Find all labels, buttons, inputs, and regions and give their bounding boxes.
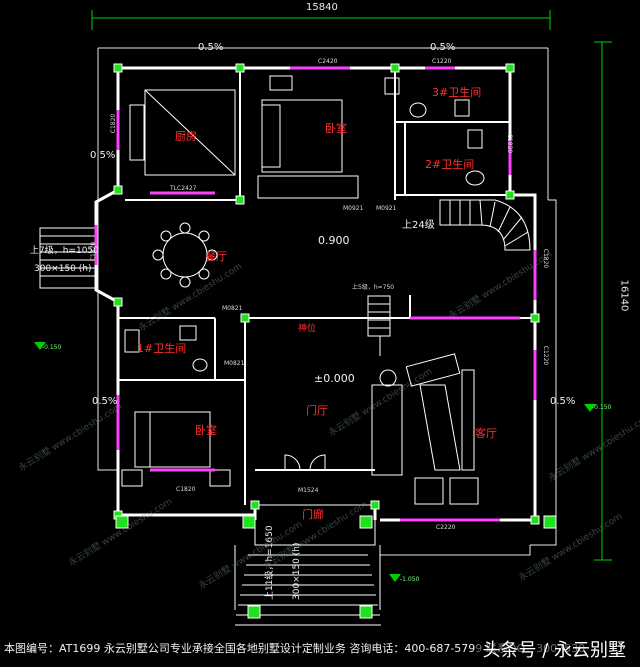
windows (94, 66, 537, 522)
bay-stair (39, 227, 97, 289)
interior-walls (118, 68, 535, 505)
window-tag-1: C2420 (318, 58, 338, 65)
window-tag-8: C1220 (542, 345, 550, 366)
stair-side-note-b: 300×150 (h) (34, 264, 92, 274)
stair-side-note-a: 上7级，h=1050 (30, 246, 99, 256)
foyer-door (284, 454, 326, 471)
room-porch: 门廊 (302, 508, 324, 521)
columns (113, 63, 557, 619)
main-stair (439, 199, 531, 251)
level-ext-bottom: -1.050 (400, 576, 420, 583)
window-tag-9: C1820 (176, 486, 196, 493)
outer-walls (94, 66, 537, 522)
living-furniture (371, 353, 479, 505)
room-shrine: 神位 (298, 324, 317, 334)
bath-fixtures (124, 77, 485, 372)
stair-main-note: 上24级 (402, 220, 435, 231)
window-tag-2: C1220 (432, 58, 452, 65)
door-tag-2: M0821 (222, 305, 243, 312)
level-ext-right: -0.150 (592, 404, 612, 411)
door-tag-1: M0921 (376, 205, 397, 212)
room-dining: 餐厅 (205, 250, 227, 263)
room-bedroom-top: 卧室 (325, 122, 347, 135)
slope-5: 0.5% (550, 396, 576, 407)
footer-info: 本图编号：AT1699 永云别墅公司专业承接全国各地别墅设计定制业务 咨询电话：… (4, 642, 586, 655)
bottom-bed (121, 411, 231, 487)
top-bed (257, 99, 359, 199)
dimension-lines (91, 10, 612, 561)
dimension-width: 15840 (306, 2, 338, 13)
window-tag-4: C1820 (506, 133, 514, 154)
room-foyer: 门厅 (306, 404, 328, 417)
room-living: 客厅 (475, 427, 497, 440)
door-tag-3: M1524 (298, 487, 319, 494)
front-stair (234, 504, 381, 626)
level-markers (34, 342, 596, 582)
footer-bar: 本图编号：AT1699 永云别墅公司专业承接全国各地别墅设计定制业务 咨询电话：… (0, 632, 640, 667)
window-tag-7: C2220 (436, 524, 456, 531)
slope-3: 0.5% (90, 150, 116, 161)
slope-1: 0.5% (198, 42, 224, 53)
door-tag-4: M0821 (224, 360, 245, 367)
door-tag-5: M0921 (343, 205, 364, 212)
kitchen-equipment (129, 75, 293, 176)
room-bath-3: 3#卫生间 (432, 86, 482, 99)
level-main: ±0.000 (314, 372, 355, 385)
dining-table (152, 222, 218, 288)
stair-small-note: 上5级，h=750 (352, 284, 395, 291)
level-ext-left: -0.150 (42, 344, 62, 351)
level-upper: 0.900 (318, 234, 350, 247)
room-kitchen: 厨房 (175, 130, 197, 143)
window-tag-5: TLC2427 (170, 185, 197, 192)
slope-4: 0.5% (92, 396, 118, 407)
window-tag-10: C1820 (90, 241, 98, 262)
room-bath-2: 2#卫生间 (425, 158, 475, 171)
dimension-height: 16140 (618, 279, 630, 312)
slope-2: 0.5% (430, 42, 456, 53)
footer-brand: 头条号 / 永云别墅 (476, 634, 632, 664)
small-stair (367, 295, 391, 356)
room-bedroom-bottom: 卧室 (195, 424, 217, 437)
room-bath-1: 1#卫生间 (137, 342, 187, 355)
window-tag-3: C1820 (110, 113, 118, 134)
